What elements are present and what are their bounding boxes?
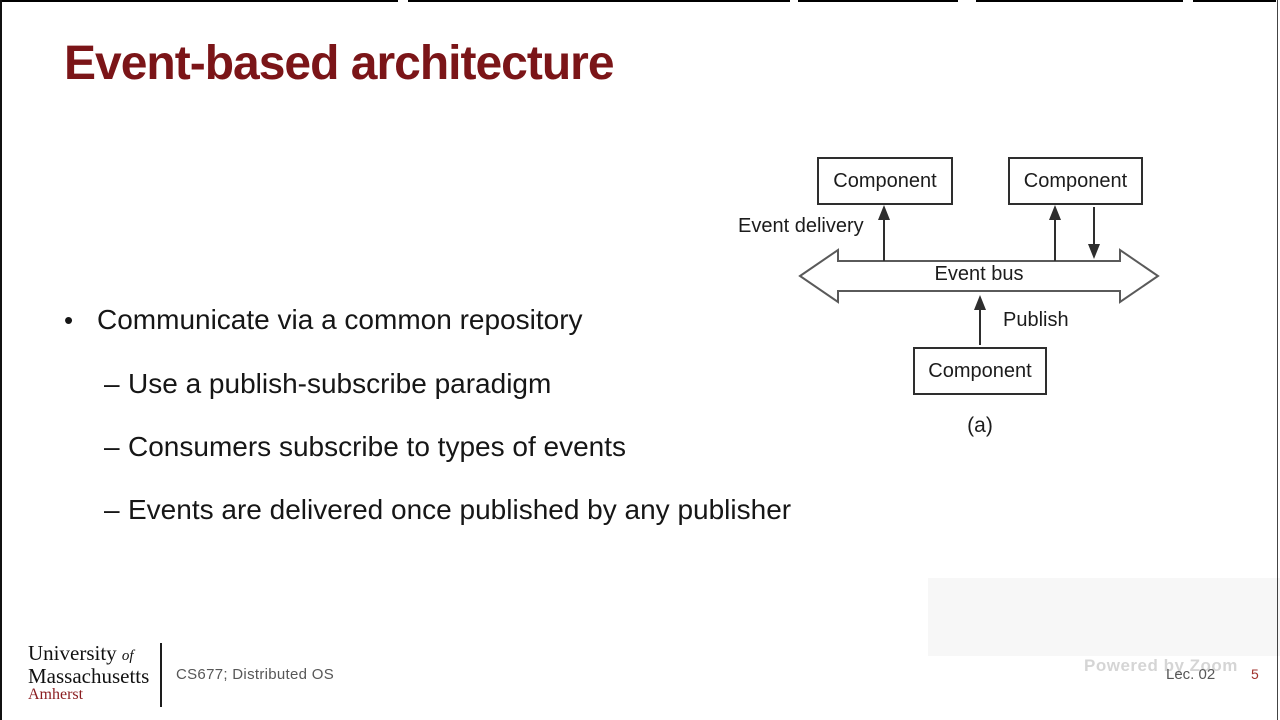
component-box-3: Component: [913, 347, 1047, 395]
bullet-sub-3-text: Events are delivered once published by a…: [128, 494, 792, 525]
component-box-2: Component: [1008, 157, 1143, 205]
zoom-watermark: Powered by Zoom: [1084, 656, 1238, 675]
bullet-sub-2: –Consumers subscribe to types of events: [104, 430, 626, 464]
bullet-sub-1-text: Use a publish-subscribe paradigm: [128, 368, 552, 399]
dash-glyph: –: [104, 431, 120, 462]
component-label: Component: [928, 359, 1032, 382]
bullet-glyph: •: [64, 305, 74, 335]
umass-logo: University of Massachusetts Amherst: [28, 641, 150, 704]
faint-artifact-box: [928, 578, 1280, 656]
logo-of-text: of: [121, 648, 134, 664]
page-title: Event-based architecture: [64, 37, 615, 90]
event-bus-label: Event bus: [934, 263, 1024, 285]
top-edge-artifact: [798, 0, 958, 2]
logo-line-university: University of: [28, 641, 149, 666]
bullet-main: • Communicate via a common repository: [64, 303, 583, 337]
publish-label: Publish: [1003, 309, 1069, 331]
course-label: CS677; Distributed OS: [176, 666, 335, 683]
footer-divider: [160, 643, 162, 707]
lecture-number: Lec. 02: [1166, 666, 1216, 683]
bullet-sub-3: –Events are delivered once published by …: [104, 493, 791, 527]
publish-arrow-up-head: [974, 295, 986, 310]
component-label: Component: [833, 169, 937, 192]
page-number: 5: [1251, 666, 1259, 682]
delivery-arrow-1-head: [878, 205, 890, 220]
top-edge-artifact: [0, 0, 398, 2]
diagram-caption: (a): [967, 414, 993, 437]
event-delivery-label: Event delivery: [738, 215, 864, 237]
bullet-sub-1: –Use a publish-subscribe paradigm: [104, 367, 551, 401]
top-edge-artifact: [1193, 0, 1276, 2]
right-edge-artifact: [1277, 0, 1278, 720]
bullet-main-text: Communicate via a common repository: [97, 304, 583, 335]
logo-line-amherst: Amherst: [28, 686, 84, 703]
logo-university-text: University: [28, 641, 117, 665]
bullet-sub-2-text: Consumers subscribe to types of events: [128, 431, 627, 462]
delivery-arrow-2-head: [1049, 205, 1061, 220]
dash-glyph: –: [104, 368, 120, 399]
publish-arrow-down-head: [1088, 244, 1100, 259]
top-edge-artifact: [408, 0, 790, 2]
component-label: Component: [1023, 169, 1128, 192]
top-edge-artifact: [976, 0, 1183, 2]
logo-line-massachusetts: Massachusetts: [28, 664, 150, 688]
dash-glyph: –: [104, 494, 120, 525]
component-box-1: Component: [817, 157, 953, 205]
left-edge-artifact: [0, 0, 2, 720]
